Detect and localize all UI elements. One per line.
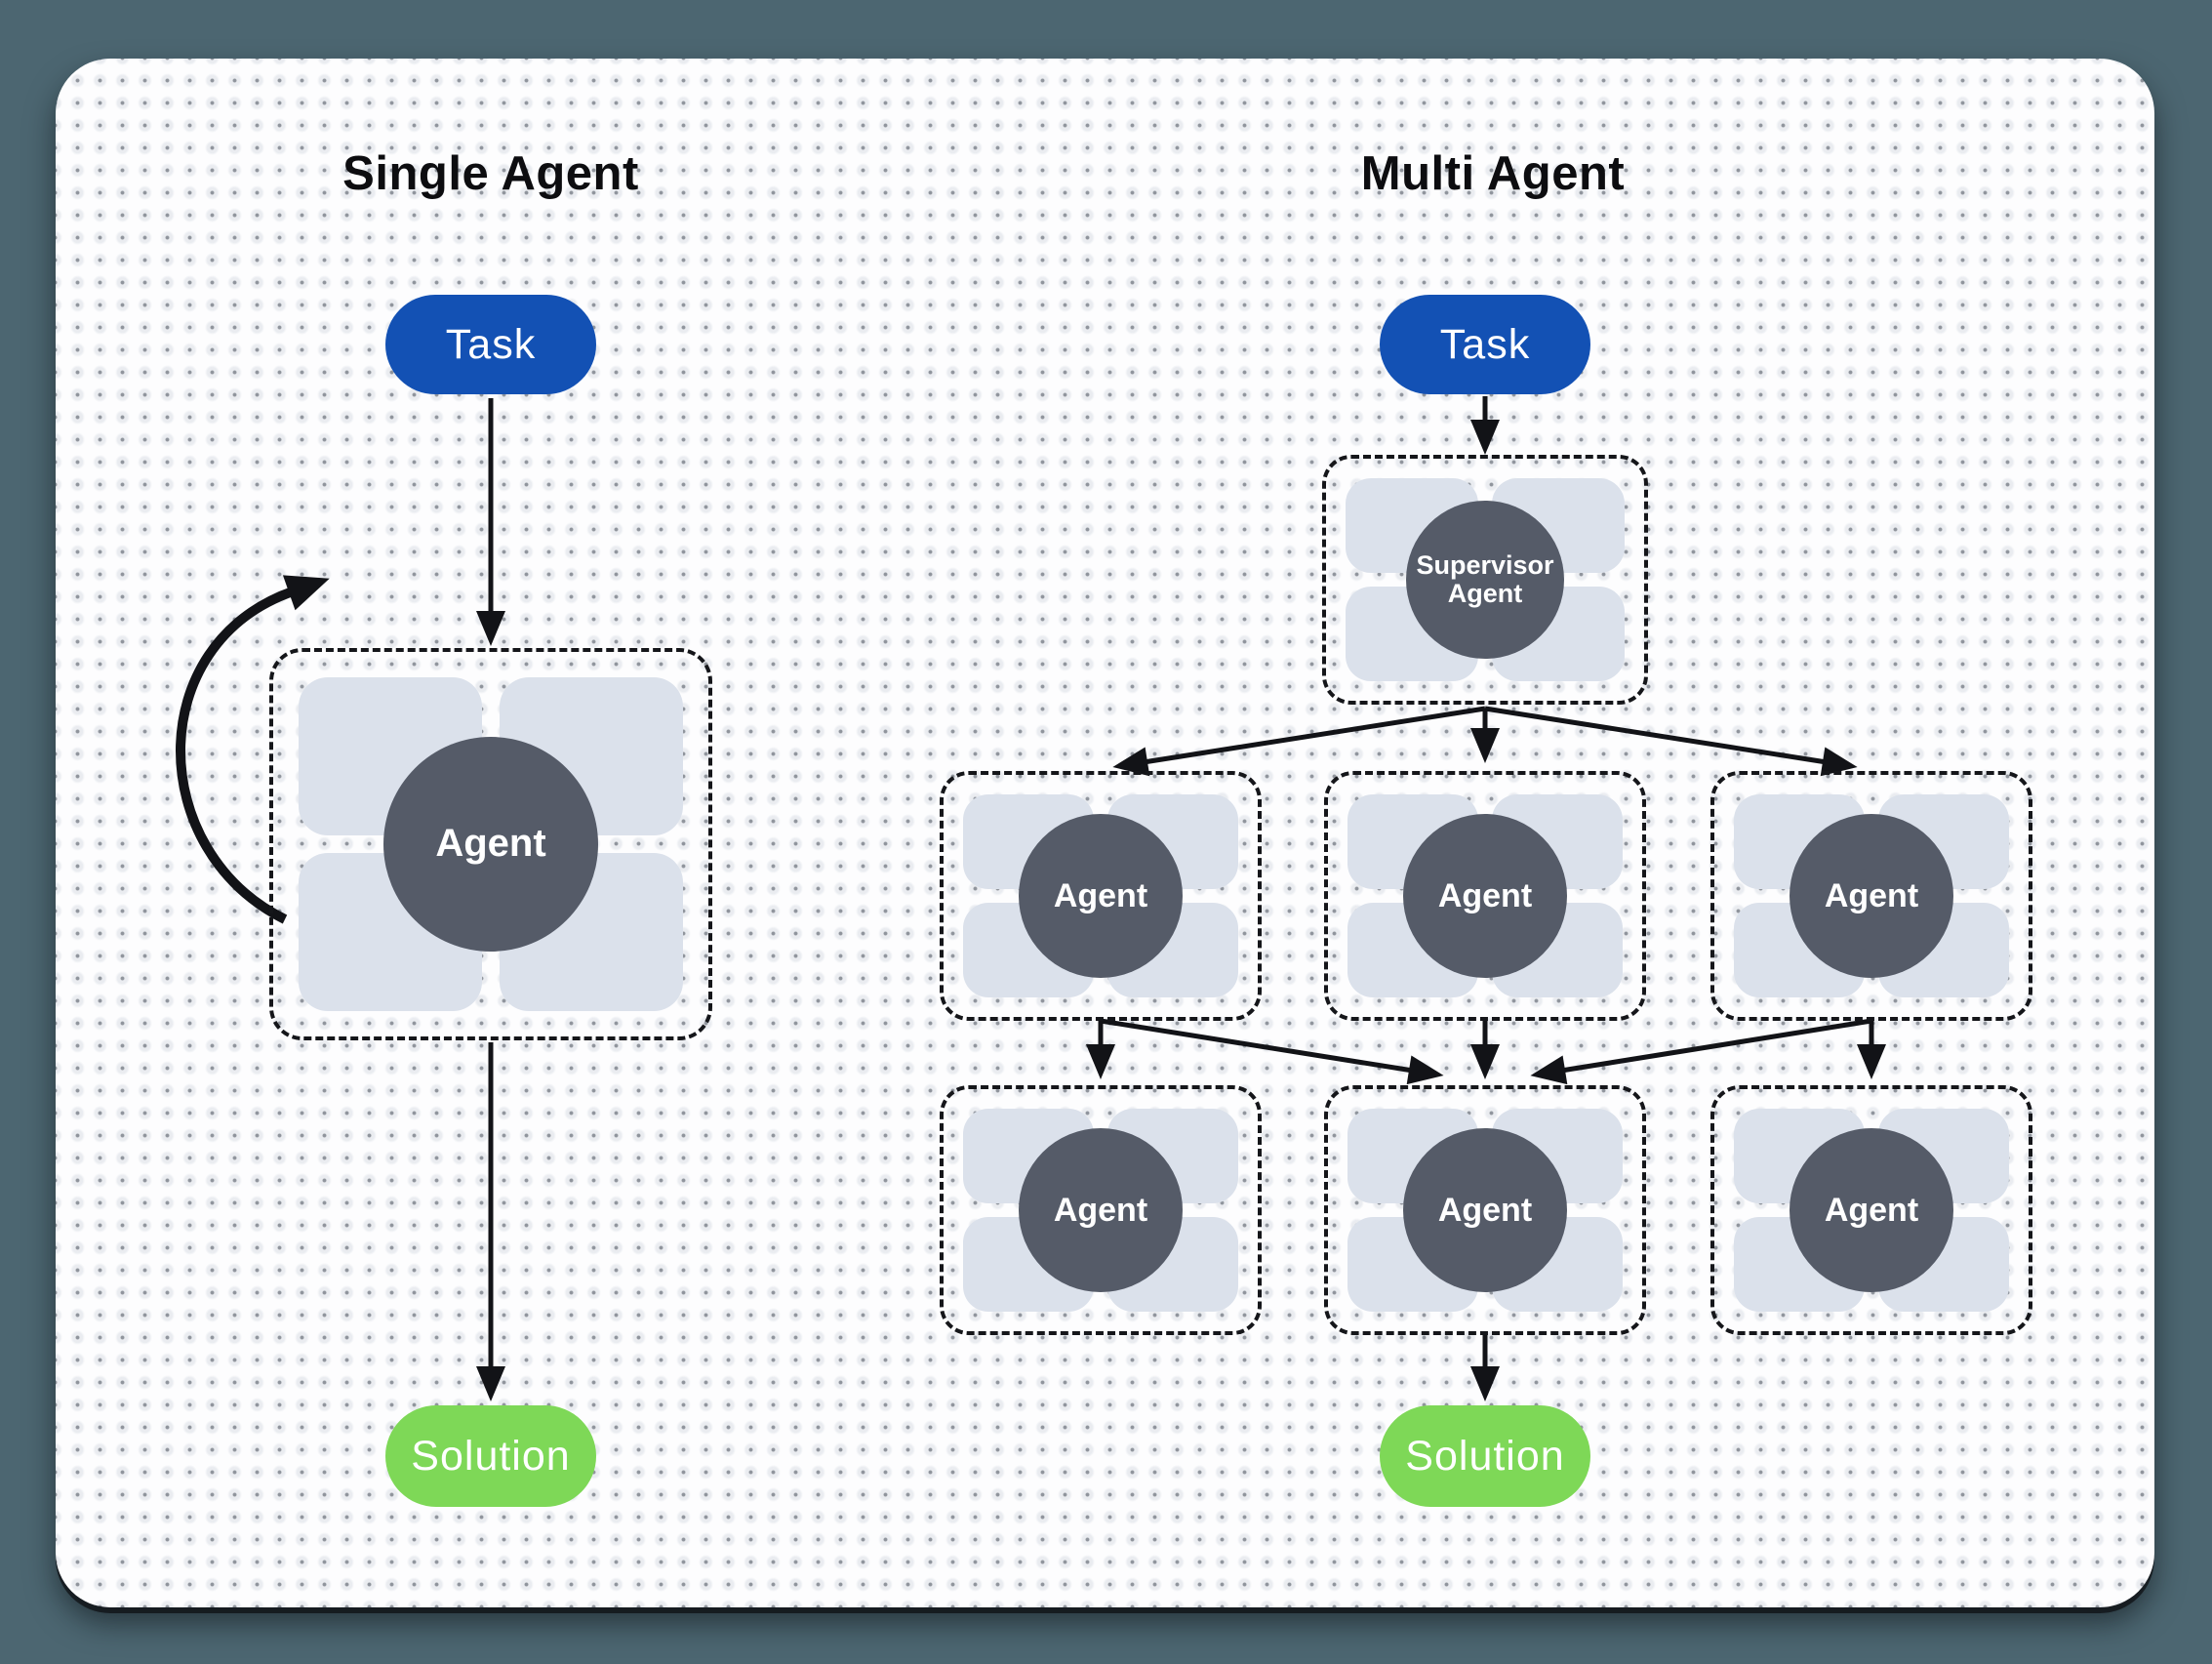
agent-box-row1-left: Agent bbox=[940, 771, 1262, 1021]
agent-circle: Agent bbox=[1019, 1128, 1183, 1292]
agent-circle: Agent bbox=[1019, 814, 1183, 978]
agent-label: Agent bbox=[1053, 876, 1148, 914]
multi-task-pill: Task bbox=[1380, 295, 1590, 394]
agent-circle: Agent bbox=[1790, 814, 1953, 978]
agent-box-row2-right: Agent bbox=[1710, 1085, 2032, 1335]
agent-box-row2-center: Agent bbox=[1324, 1085, 1646, 1335]
agent-box-row2-left: Agent bbox=[940, 1085, 1262, 1335]
supervisor-label-line2: Agent bbox=[1447, 579, 1523, 608]
single-solution-label: Solution bbox=[411, 1432, 571, 1480]
multi-agent-title: Multi Agent bbox=[1360, 147, 1626, 200]
agent-circle: Agent bbox=[1403, 1128, 1567, 1292]
agent-box-row1-center: Agent bbox=[1324, 771, 1646, 1021]
agent-label: Agent bbox=[1824, 876, 1919, 914]
single-agent-box: Agent bbox=[269, 648, 712, 1040]
single-agent-label: Agent bbox=[435, 822, 546, 866]
agent-label: Agent bbox=[1824, 1191, 1919, 1229]
agent-box-row1-right: Agent bbox=[1710, 771, 2032, 1021]
multi-task-label: Task bbox=[1439, 320, 1531, 368]
agent-label: Agent bbox=[1437, 876, 1533, 914]
multi-solution-pill: Solution bbox=[1380, 1405, 1590, 1507]
supervisor-label-line1: Supervisor bbox=[1416, 549, 1554, 580]
single-agent-title: Single Agent bbox=[342, 147, 639, 200]
multi-solution-label: Solution bbox=[1405, 1432, 1565, 1480]
agent-circle: Agent bbox=[1403, 814, 1567, 978]
supervisor-agent-circle: Supervisor Agent bbox=[1406, 501, 1564, 659]
agent-circle: Agent bbox=[1790, 1128, 1953, 1292]
single-task-pill: Task bbox=[385, 295, 596, 394]
single-agent-circle: Agent bbox=[383, 737, 598, 952]
single-task-label: Task bbox=[445, 320, 537, 368]
agent-label: Agent bbox=[1437, 1191, 1533, 1229]
supervisor-agent-box: Supervisor Agent bbox=[1322, 455, 1648, 705]
single-solution-pill: Solution bbox=[385, 1405, 596, 1507]
agent-label: Agent bbox=[1053, 1191, 1148, 1229]
